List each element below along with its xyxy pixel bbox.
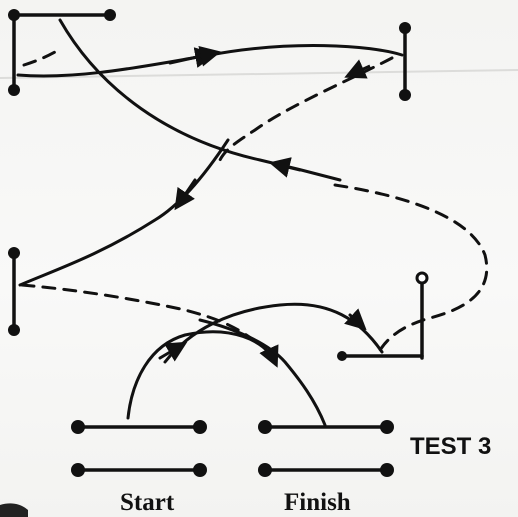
gate-post-marker xyxy=(8,247,20,259)
gate-post-marker xyxy=(399,89,411,101)
paper-fold xyxy=(0,69,518,79)
route-to-left-gate-arrow xyxy=(174,178,197,211)
route-to-left-gate xyxy=(18,138,230,287)
route-dashed-top-right xyxy=(218,56,394,162)
paper-corner-mark xyxy=(0,503,28,517)
route-finish-arc xyxy=(198,318,327,427)
gate-post-marker xyxy=(8,324,20,336)
route-dashed-right-loop xyxy=(333,183,489,352)
start-label: Start xyxy=(120,489,175,516)
route-top-curve xyxy=(16,44,404,78)
gate-post-marker xyxy=(8,84,20,96)
gate-post-marker xyxy=(104,9,116,21)
route-long-diagonal xyxy=(58,18,342,182)
finish-label: Finish xyxy=(284,489,351,516)
route-dashed-left-across xyxy=(20,283,262,347)
start-line-upper xyxy=(71,420,207,434)
gate-right-middle xyxy=(337,271,429,361)
route-top-arrow-seg xyxy=(168,45,222,67)
gate-post-marker xyxy=(337,351,347,361)
route-start-arc xyxy=(126,330,279,420)
route-diagonal-arrow xyxy=(268,157,302,178)
route-middle-arc-arrow-a xyxy=(158,341,188,362)
route-dashed-arrow xyxy=(344,59,371,79)
finish-line-upper xyxy=(258,420,394,434)
route-dashed-top-left xyxy=(22,46,64,67)
gate-post-marker xyxy=(8,9,20,21)
test-number-label: TEST 3 xyxy=(410,433,492,460)
finish-line-lower xyxy=(258,463,394,477)
route-middle-arc-arrow-b xyxy=(344,308,367,331)
gate-left-middle xyxy=(8,247,20,336)
gate-top-left xyxy=(8,9,116,96)
gate-post-marker xyxy=(415,271,429,285)
gate-post-marker xyxy=(399,22,411,34)
gate-top-right xyxy=(399,22,411,101)
start-line-lower xyxy=(71,463,207,477)
